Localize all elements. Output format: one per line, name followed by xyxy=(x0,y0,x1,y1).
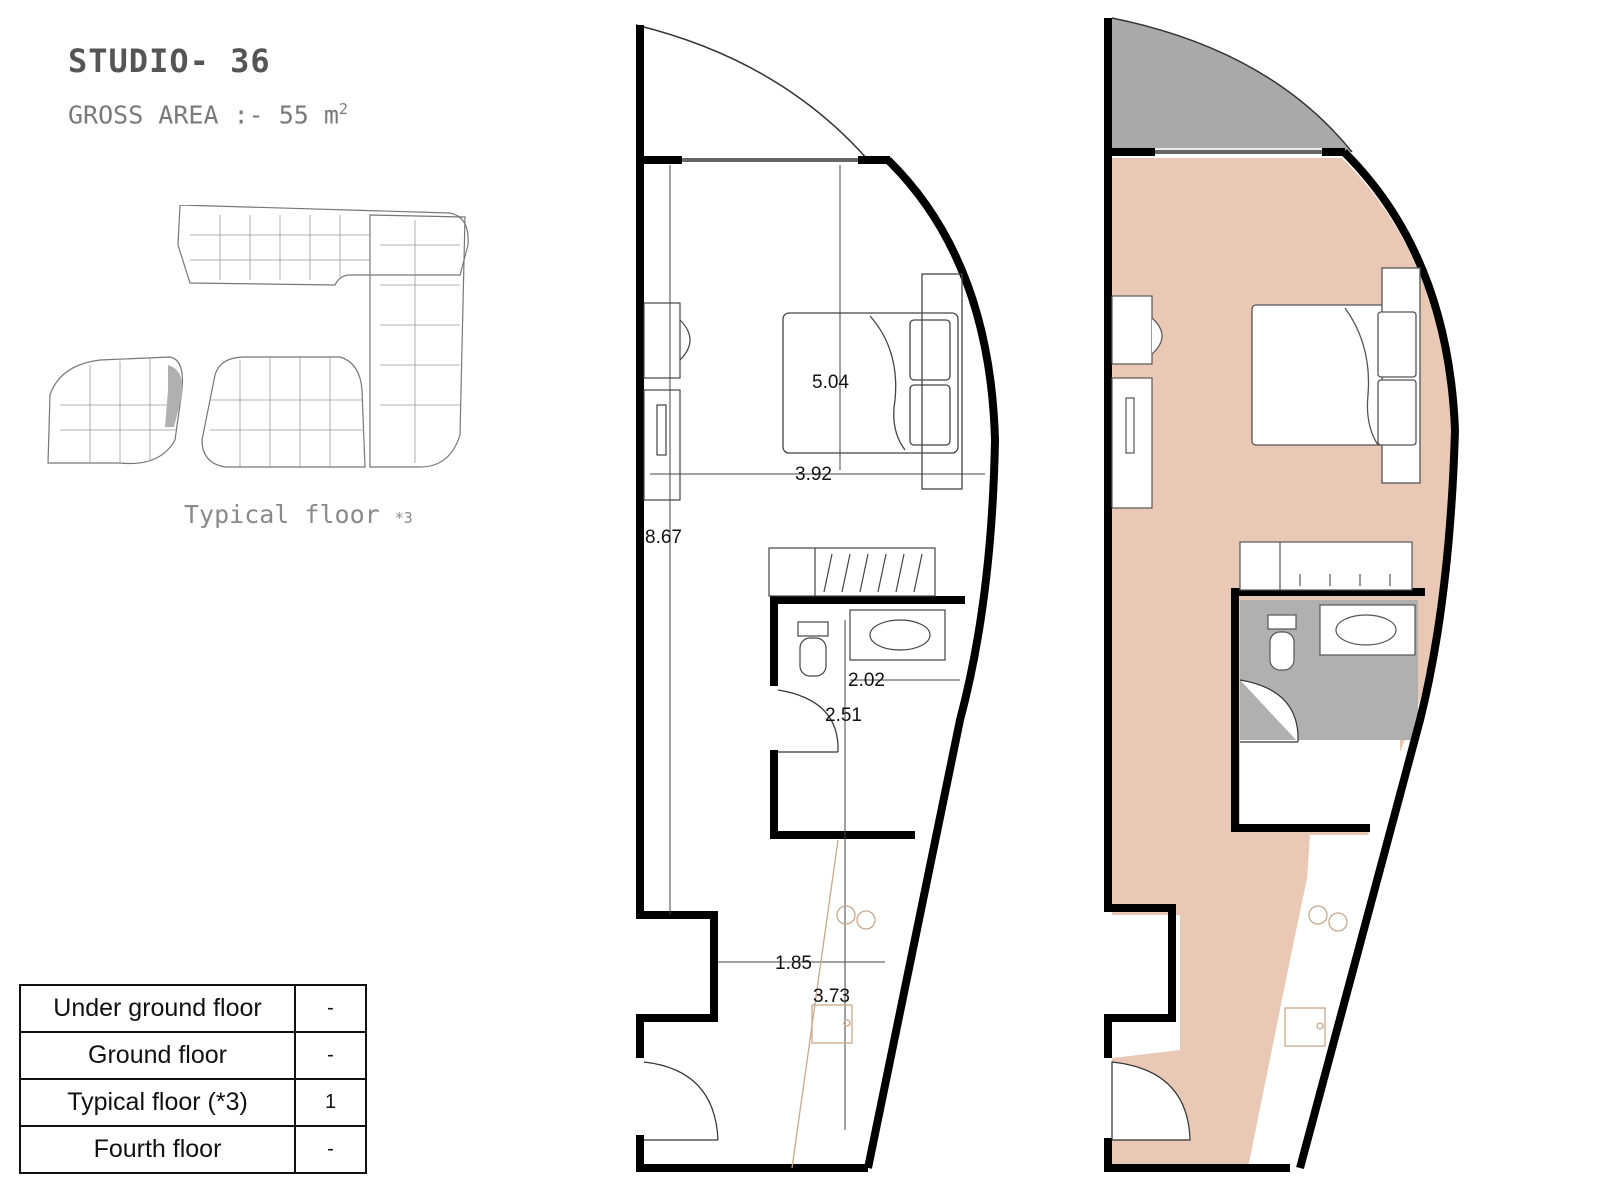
right-walls xyxy=(1104,18,1460,1172)
right-bath-fixtures xyxy=(1267,604,1416,671)
floors-table: Under ground floor - Ground floor - Typi… xyxy=(19,984,367,1174)
key-plan-left-block xyxy=(47,356,184,465)
key-plan-right-wing xyxy=(369,214,466,468)
floor-count: 1 xyxy=(294,1078,367,1127)
dim-total-length: 8.67 xyxy=(645,527,682,548)
floor-count: - xyxy=(294,984,367,1033)
left-balcony-arc xyxy=(635,24,869,161)
dim-bath-length: 2.51 xyxy=(825,705,862,726)
left-entrance-door xyxy=(643,1061,719,1141)
left-bath-fixtures xyxy=(797,609,946,677)
dimensioned-plan: 5.04 3.92 8.67 2.02 2.51 1.85 3.73 xyxy=(635,24,1000,1172)
floor-count: - xyxy=(294,1125,367,1174)
dim-bath-width: 2.02 xyxy=(848,670,885,691)
floor-label: Under ground floor xyxy=(19,984,296,1033)
left-bed xyxy=(782,273,963,490)
key-plan-highlight xyxy=(165,365,183,427)
key-plan-middle-block xyxy=(201,356,366,468)
gross-area-label: GROSS AREA :- 55 m xyxy=(68,100,339,130)
table-row: Ground floor - xyxy=(19,1031,367,1080)
right-wardrobe xyxy=(1239,541,1413,591)
right-desk xyxy=(1111,295,1163,509)
right-balcony xyxy=(1112,18,1352,152)
dim-bedroom-width: 3.92 xyxy=(795,464,832,485)
floor-label: Fourth floor xyxy=(19,1125,296,1174)
studio-title: STUDIO- 36 xyxy=(68,42,271,80)
dim-kitchen-length: 3.73 xyxy=(813,986,850,1007)
dim-bedroom-length: 5.04 xyxy=(812,372,849,393)
rendered-plan xyxy=(1104,17,1460,1172)
right-kitchen xyxy=(1284,905,1348,1047)
table-row: Fourth floor - xyxy=(19,1125,367,1174)
floor-label: Ground floor xyxy=(19,1031,296,1080)
key-plan-drawing xyxy=(47,205,469,468)
key-plan-caption-suffix: *3 xyxy=(394,509,413,527)
left-kitchen xyxy=(791,839,876,1169)
left-bath-door xyxy=(777,689,839,753)
table-row: Typical floor (*3) 1 xyxy=(19,1078,367,1127)
floor-label: Typical floor (*3) xyxy=(19,1078,296,1127)
right-bed xyxy=(1251,267,1421,484)
key-plan-caption-text: Typical floor xyxy=(184,500,380,529)
table-row: Under ground floor - xyxy=(19,984,367,1033)
right-entrance-door xyxy=(1111,1061,1191,1141)
right-bath-door xyxy=(1239,679,1299,743)
left-wardrobe xyxy=(768,547,936,597)
dim-entry-width: 1.85 xyxy=(775,953,812,974)
floor-count: - xyxy=(294,1031,367,1080)
key-plan-caption: Typical floor *3 xyxy=(184,500,413,529)
left-desk xyxy=(643,302,691,501)
gross-area-unit: 2 xyxy=(338,100,348,118)
gross-area: GROSS AREA :- 55 m2 xyxy=(68,100,348,129)
